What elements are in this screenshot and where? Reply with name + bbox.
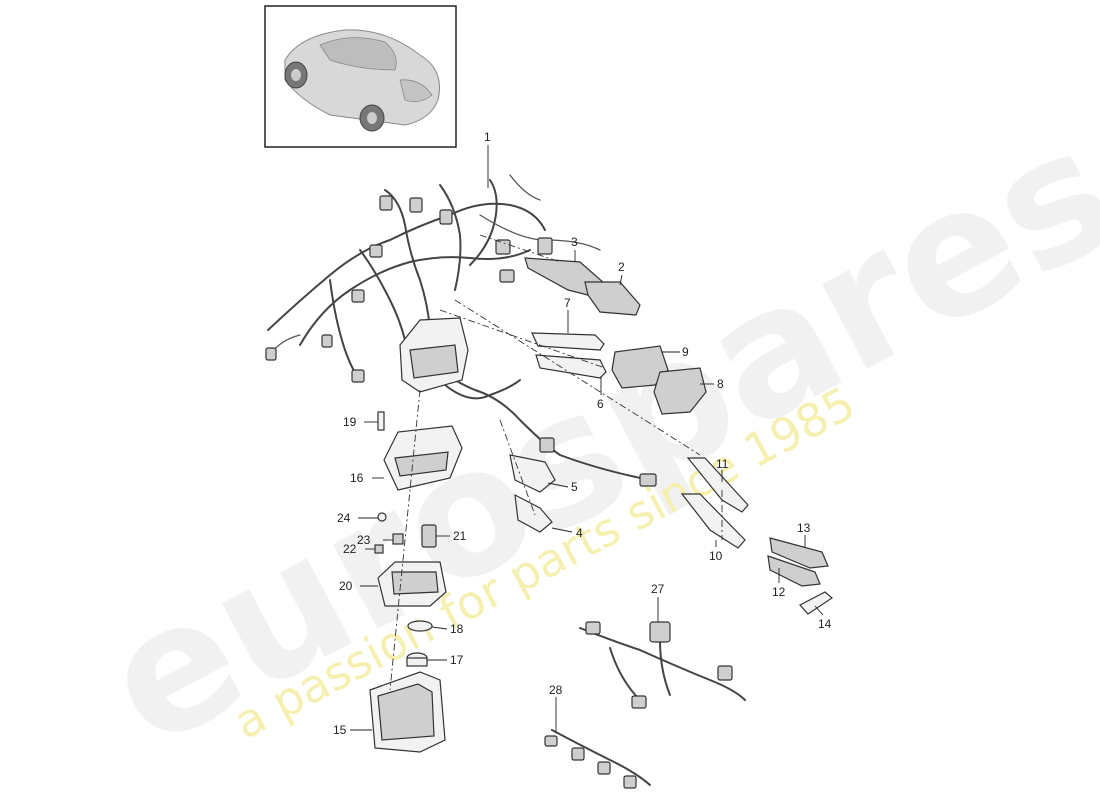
callout-6: 6 <box>597 397 604 411</box>
module-9 <box>611 345 669 389</box>
clip-4 <box>514 493 553 533</box>
callout-17: 17 <box>450 653 464 667</box>
callout-15: 15 <box>333 723 347 737</box>
rail-7 <box>531 332 605 351</box>
relay-23 <box>392 533 404 545</box>
fuse-box-20 <box>377 561 447 607</box>
callout-7: 7 <box>564 296 571 310</box>
relay-21 <box>421 524 437 548</box>
callout-labels: 1 2 3 4 5 6 7 8 9 10 11 12 13 14 15 16 1… <box>333 130 832 737</box>
bracket-2 <box>584 281 641 316</box>
leader-lines <box>350 145 824 732</box>
cover-16 <box>383 425 463 491</box>
connector-12 <box>767 555 821 587</box>
nut-24 <box>377 512 387 522</box>
callout-16: 16 <box>350 471 364 485</box>
callout-21: 21 <box>453 529 467 543</box>
watermark: eurospares a passion for parts since 198… <box>74 88 1100 787</box>
rail-10 <box>680 493 746 549</box>
callout-28: 28 <box>549 683 563 697</box>
callout-23: 23 <box>357 533 371 547</box>
callout-19: 19 <box>343 415 357 429</box>
grommet-18 <box>407 620 433 632</box>
rail-11 <box>686 457 749 513</box>
callout-1: 1 <box>484 130 491 144</box>
rail-6 <box>535 354 607 379</box>
callout-22: 22 <box>343 542 357 556</box>
callout-11: 11 <box>716 457 729 471</box>
engine-harness-27 <box>579 621 746 709</box>
callout-20: 20 <box>339 579 353 593</box>
assembly-lines <box>389 234 723 691</box>
callout-13: 13 <box>797 521 811 535</box>
vehicle-thumbnail <box>264 5 457 148</box>
clip-5 <box>509 454 556 493</box>
main-wiring-harness <box>265 174 657 487</box>
callout-24: 24 <box>337 511 351 525</box>
callout-10: 10 <box>709 549 723 563</box>
callout-27: 27 <box>651 582 665 596</box>
callout-2: 2 <box>618 260 625 274</box>
callout-9: 9 <box>682 345 689 359</box>
module-8 <box>653 367 707 415</box>
callout-12: 12 <box>772 585 786 599</box>
callout-18: 18 <box>450 622 464 636</box>
connector-13 <box>769 537 829 569</box>
injector-harness-28 <box>544 729 651 789</box>
car-illustration <box>284 29 440 132</box>
callout-14: 14 <box>818 617 832 631</box>
housing-15 <box>369 671 446 753</box>
callout-4: 4 <box>576 526 583 540</box>
callout-8: 8 <box>717 377 724 391</box>
clip-22 <box>374 544 384 554</box>
callout-5: 5 <box>571 480 578 494</box>
watermark-brand: eurospares <box>74 88 1100 787</box>
callout-3: 3 <box>571 235 578 249</box>
pin-19 <box>377 411 385 431</box>
cap-17 <box>406 652 428 667</box>
bracket-14 <box>799 591 833 615</box>
